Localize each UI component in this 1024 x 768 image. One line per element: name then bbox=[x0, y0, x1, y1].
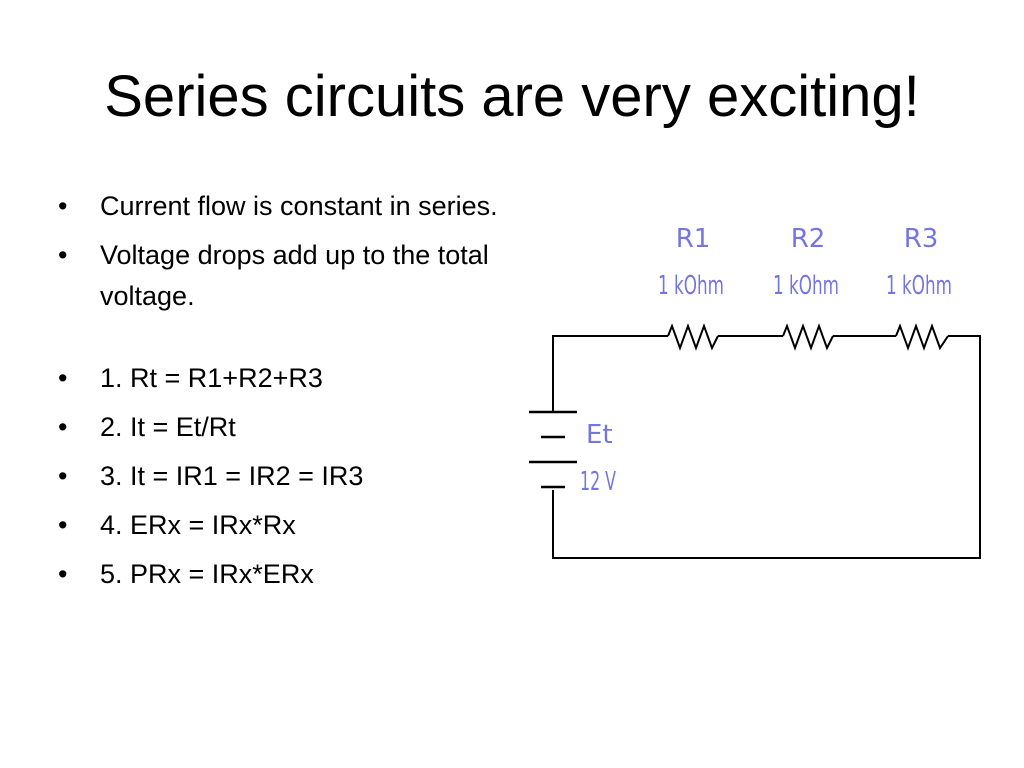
bullet-text: Current flow is constant in series. bbox=[100, 191, 498, 221]
resistor-r1-symbol bbox=[667, 323, 719, 351]
bullet-item: • Current flow is constant in series. bbox=[58, 186, 508, 227]
bullet-dot-icon: • bbox=[58, 240, 68, 270]
bullet-dot-icon: • bbox=[58, 412, 68, 442]
bullet-dot-icon: • bbox=[58, 510, 68, 540]
bullet-text: 4. ERx = IRx*Rx bbox=[100, 510, 296, 540]
resistor-r2-name: R2 bbox=[791, 224, 826, 254]
bullet-text: 3. It = IR1 = IR2 = IR3 bbox=[100, 461, 364, 491]
bullet-text: 1. Rt = R1+R2+R3 bbox=[100, 363, 323, 393]
source-name: Et bbox=[586, 420, 613, 450]
bullet-item: • 3. It = IR1 = IR2 = IR3 bbox=[58, 456, 508, 497]
bullet-text: 2. It = Et/Rt bbox=[100, 412, 236, 442]
resistor-r3-symbol bbox=[895, 323, 949, 351]
bullet-item: • 2. It = Et/Rt bbox=[58, 407, 508, 448]
resistor-r1-name: R1 bbox=[676, 224, 711, 254]
bullet-item: • 4. ERx = IRx*Rx bbox=[58, 505, 508, 546]
slide-title: Series circuits are very exciting! bbox=[104, 64, 920, 129]
bullet-text: Voltage drops add up to the total voltag… bbox=[100, 240, 489, 311]
source-value: 12 V bbox=[580, 467, 616, 497]
bullet-dot-icon: • bbox=[58, 559, 68, 589]
bullet-item: • Voltage drops add up to the total volt… bbox=[58, 235, 508, 317]
resistor-r2-value: 1 kOhm bbox=[773, 271, 839, 301]
circuit-wires bbox=[552, 335, 981, 559]
resistor-r1-value: 1 kOhm bbox=[658, 271, 724, 301]
bullet-item: • 5. PRx = IRx*ERx bbox=[58, 554, 508, 595]
bullet-list: • Current flow is constant in series. • … bbox=[58, 186, 508, 603]
bullet-text: 5. PRx = IRx*ERx bbox=[100, 559, 314, 589]
bullet-dot-icon: • bbox=[58, 363, 68, 393]
bullet-item: • 1. Rt = R1+R2+R3 bbox=[58, 358, 508, 399]
series-circuit-diagram: R1 1 kOhm R2 1 kOhm R3 1 kOhm Et 12 V bbox=[529, 224, 981, 559]
resistor-r3-value: 1 kOhm bbox=[886, 271, 952, 301]
bullet-dot-icon: • bbox=[58, 461, 68, 491]
resistor-r2-symbol bbox=[782, 323, 834, 351]
bullet-dot-icon: • bbox=[58, 191, 68, 221]
resistor-r3-name: R3 bbox=[904, 224, 939, 254]
battery-symbol bbox=[529, 410, 577, 489]
